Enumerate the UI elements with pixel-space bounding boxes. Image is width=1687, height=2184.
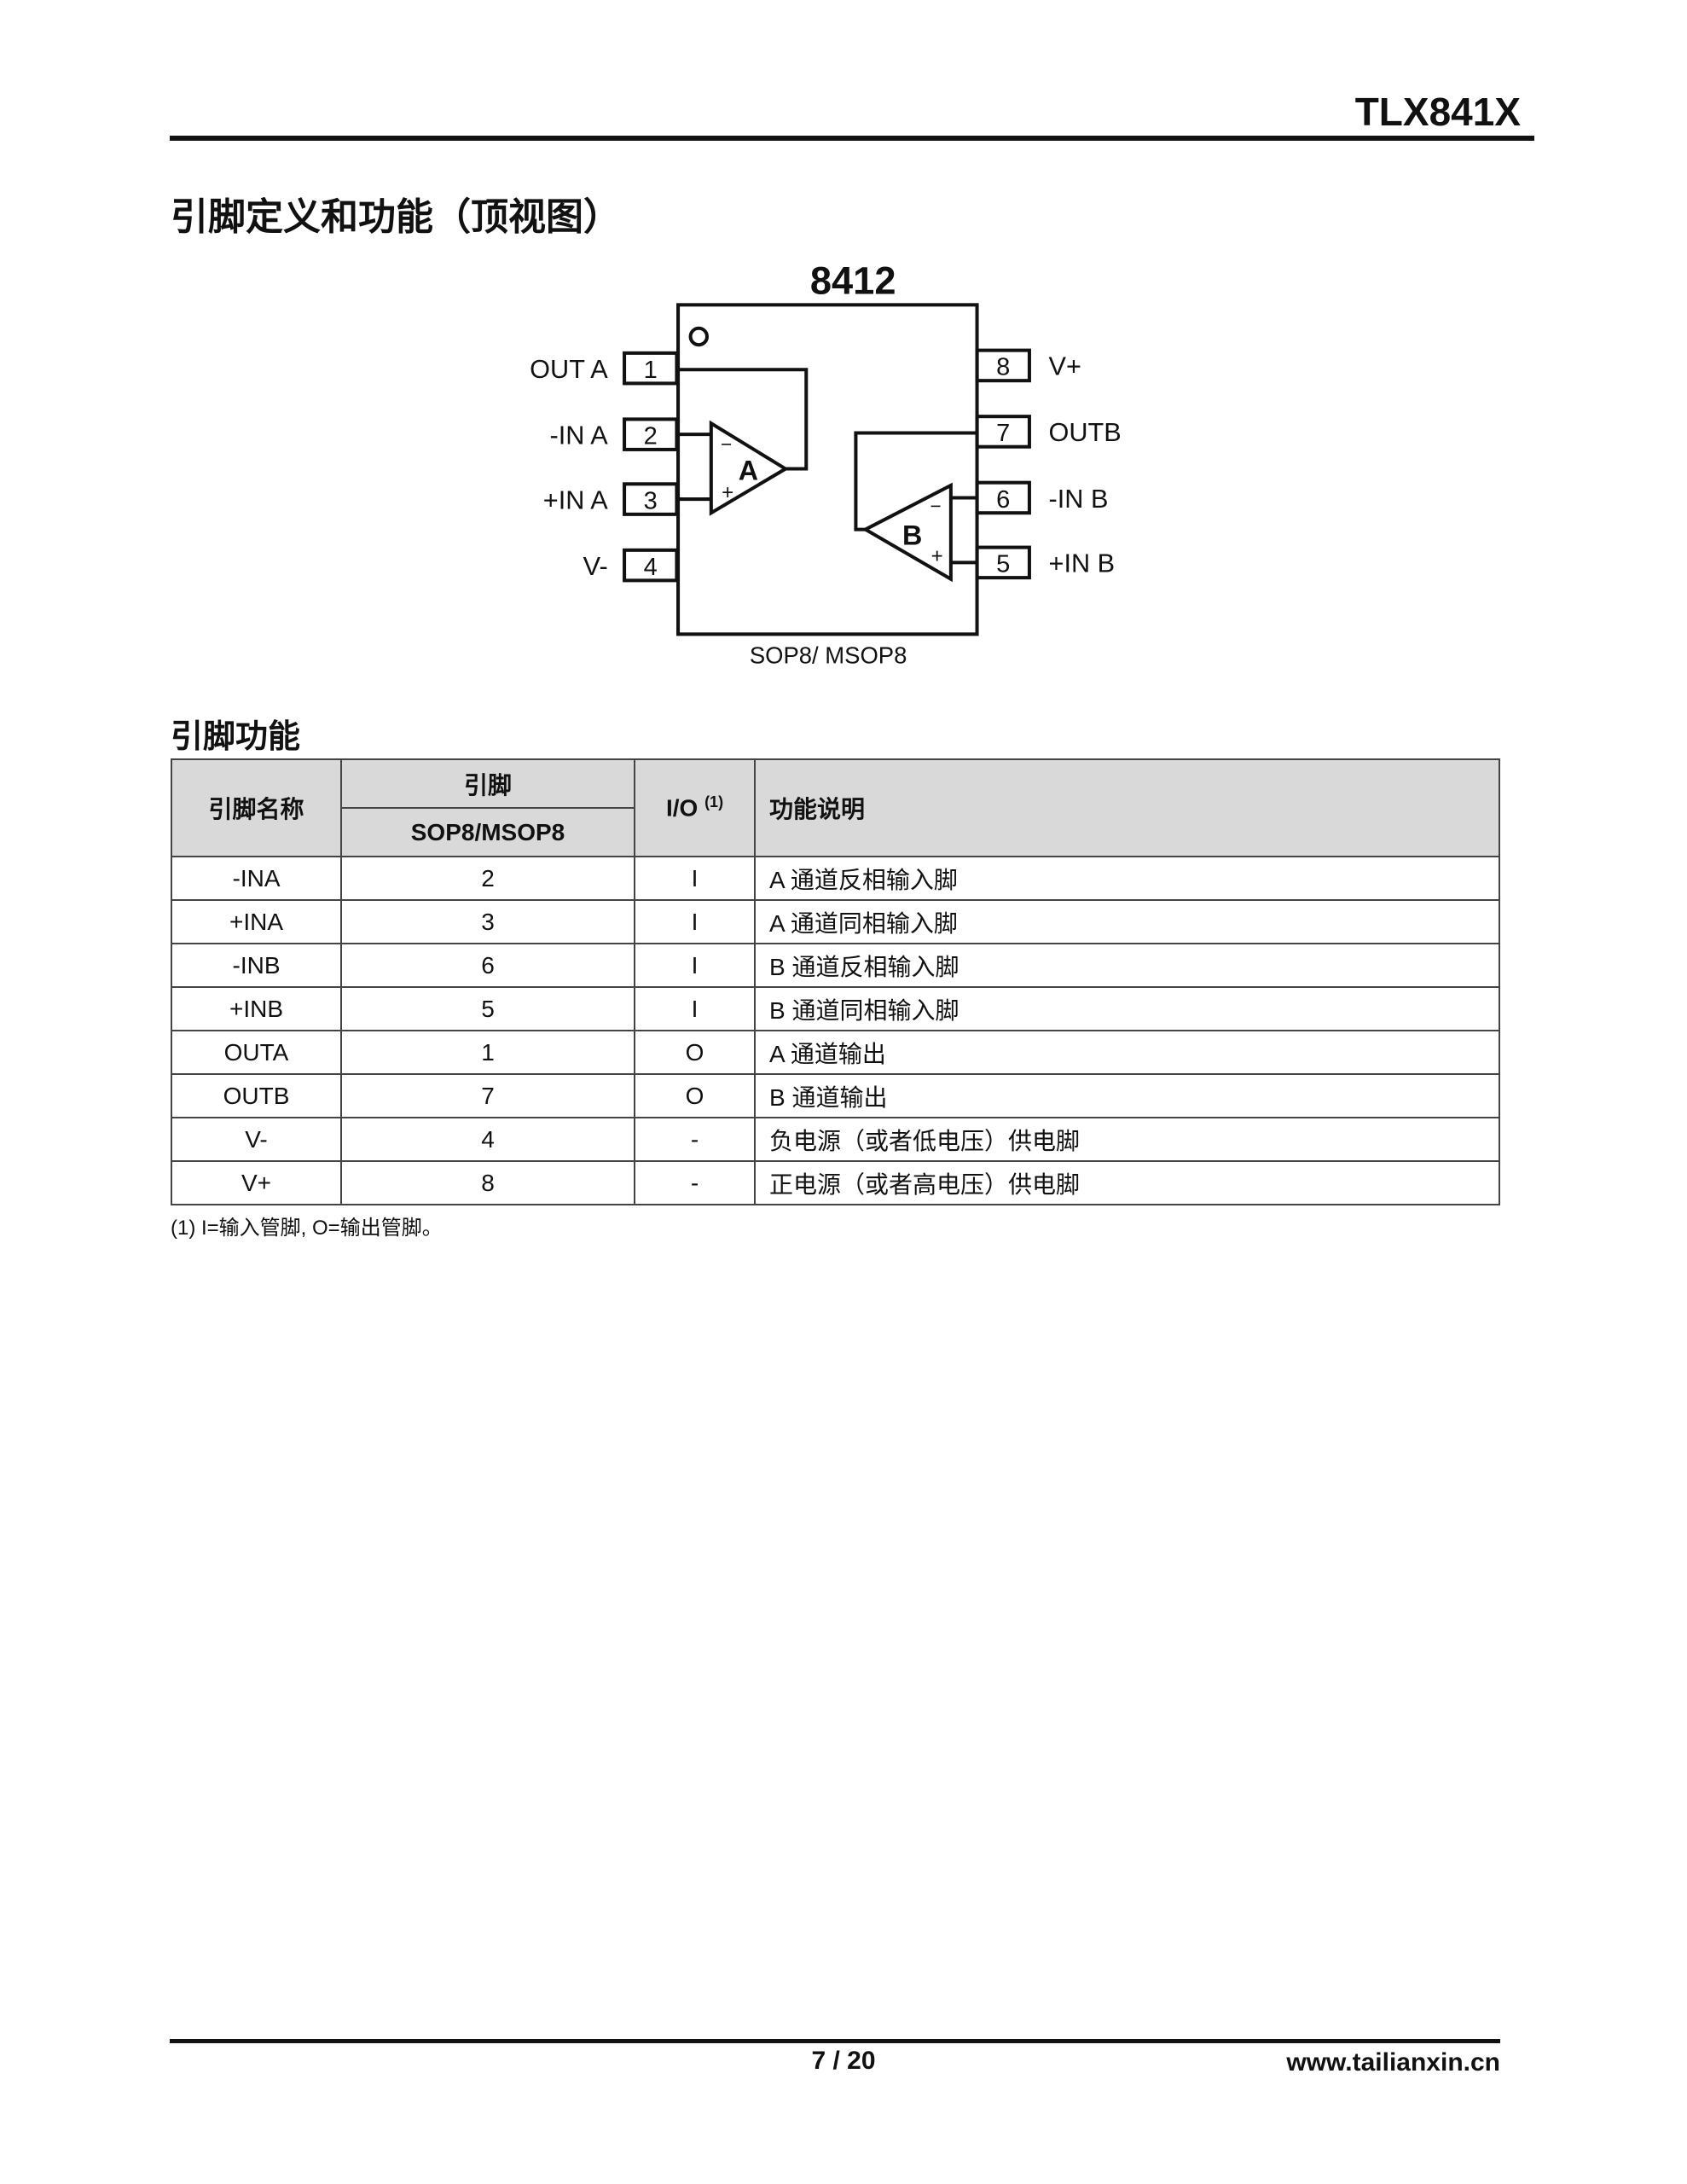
pin-label-outb: OUTB <box>1049 417 1122 447</box>
svg-text:1: 1 <box>644 357 658 384</box>
svg-text:2: 2 <box>644 422 658 450</box>
pin-label-inb-pos: +IN B <box>1049 549 1116 578</box>
pinout-diagram: 8412 SOP8/ MSOP8 A − + B − + 1 2 3 4 8 7… <box>530 258 1122 668</box>
cell-name: +INA <box>171 899 342 944</box>
pin-label-vpos: V+ <box>1049 351 1081 381</box>
subsection-title: 引脚功能 <box>171 719 301 755</box>
header-pin: 引脚 <box>340 758 635 809</box>
cell-desc: A 通道同相输入脚 <box>754 899 1500 944</box>
svg-text:A: A <box>739 455 758 485</box>
cell-pin: 5 <box>340 986 635 1031</box>
pin-label-ina-pos: +IN A <box>543 485 608 514</box>
cell-pin: 4 <box>340 1117 635 1162</box>
cell-io: I <box>634 986 756 1031</box>
cell-pin: 8 <box>340 1160 635 1205</box>
page-number: 7 / 20 <box>811 2047 876 2075</box>
cell-name: V- <box>171 1117 342 1162</box>
header-pin-name: 引脚名称 <box>171 758 342 857</box>
cell-name: -INB <box>171 943 342 988</box>
table-row: V-4-负电源（或者低电压）供电脚 <box>171 1117 1500 1162</box>
svg-text:B: B <box>902 520 922 550</box>
header-description: 功能说明 <box>754 758 1500 857</box>
cell-pin: 3 <box>340 899 635 944</box>
cell-desc: B 通道输出 <box>754 1073 1500 1118</box>
svg-text:−: − <box>930 496 941 517</box>
cell-pin: 1 <box>340 1030 635 1075</box>
cell-name: OUTB <box>171 1073 342 1118</box>
cell-io: I <box>634 943 756 988</box>
svg-text:+: + <box>722 481 733 504</box>
svg-text:5: 5 <box>996 551 1010 578</box>
cell-io: - <box>634 1160 756 1205</box>
cell-name: -INA <box>171 856 342 901</box>
part-number: 8412 <box>810 258 896 302</box>
package-label: SOP8/ MSOP8 <box>750 642 907 668</box>
cell-name: +INB <box>171 986 342 1031</box>
opamp-a <box>709 420 789 516</box>
cell-desc: B 通道同相输入脚 <box>754 986 1500 1031</box>
cell-io: I <box>634 899 756 944</box>
cell-pin: 7 <box>340 1073 635 1118</box>
document-title: TLX841X <box>1354 90 1521 134</box>
svg-text:4: 4 <box>644 554 658 581</box>
table-footnote: (1) I=输入管脚, O=输出管脚。 <box>171 1217 443 1240</box>
svg-text:−: − <box>721 434 732 456</box>
svg-text:3: 3 <box>644 487 658 514</box>
pin-box-8 <box>975 348 1031 383</box>
pin-label-inb-neg: -IN B <box>1049 484 1109 514</box>
header-rule <box>170 136 1534 141</box>
table-row: V+8-正电源（或者高电压）供电脚 <box>171 1160 1500 1205</box>
cell-io: O <box>634 1030 756 1075</box>
cell-pin: 2 <box>340 856 635 901</box>
website-link[interactable]: www.tailianxin.cn <box>1286 2048 1500 2077</box>
cell-io: O <box>634 1073 756 1118</box>
pin-label-outa: OUT A <box>530 354 608 384</box>
svg-text:8: 8 <box>996 354 1010 381</box>
cell-io: - <box>634 1117 756 1162</box>
header-package: SOP8/MSOP8 <box>340 807 635 857</box>
pin-label-ina-neg: -IN A <box>549 420 608 450</box>
cell-desc: A 通道输出 <box>754 1030 1500 1075</box>
pin-label-vneg: V- <box>583 551 608 581</box>
svg-text:+: + <box>931 544 943 567</box>
pin1-marker <box>688 326 709 347</box>
section-title: 引脚定义和功能（顶视图） <box>171 196 621 238</box>
cell-desc: 正电源（或者高电压）供电脚 <box>754 1160 1500 1205</box>
pin-box-4 <box>623 548 679 583</box>
cell-pin: 6 <box>340 943 635 988</box>
footer-rule <box>170 2039 1500 2043</box>
cell-io: I <box>634 856 756 901</box>
cell-name: V+ <box>171 1160 342 1205</box>
cell-desc: B 通道反相输入脚 <box>754 943 1500 988</box>
opamp-b <box>861 482 953 583</box>
cell-name: OUTA <box>171 1030 342 1075</box>
svg-text:7: 7 <box>996 420 1010 447</box>
cell-desc: 负电源（或者低电压）供电脚 <box>754 1117 1500 1162</box>
header-io: I/O (1) <box>634 758 756 857</box>
chip-body <box>676 303 979 636</box>
cell-desc: A 通道反相输入脚 <box>754 856 1500 901</box>
svg-text:6: 6 <box>996 486 1010 514</box>
